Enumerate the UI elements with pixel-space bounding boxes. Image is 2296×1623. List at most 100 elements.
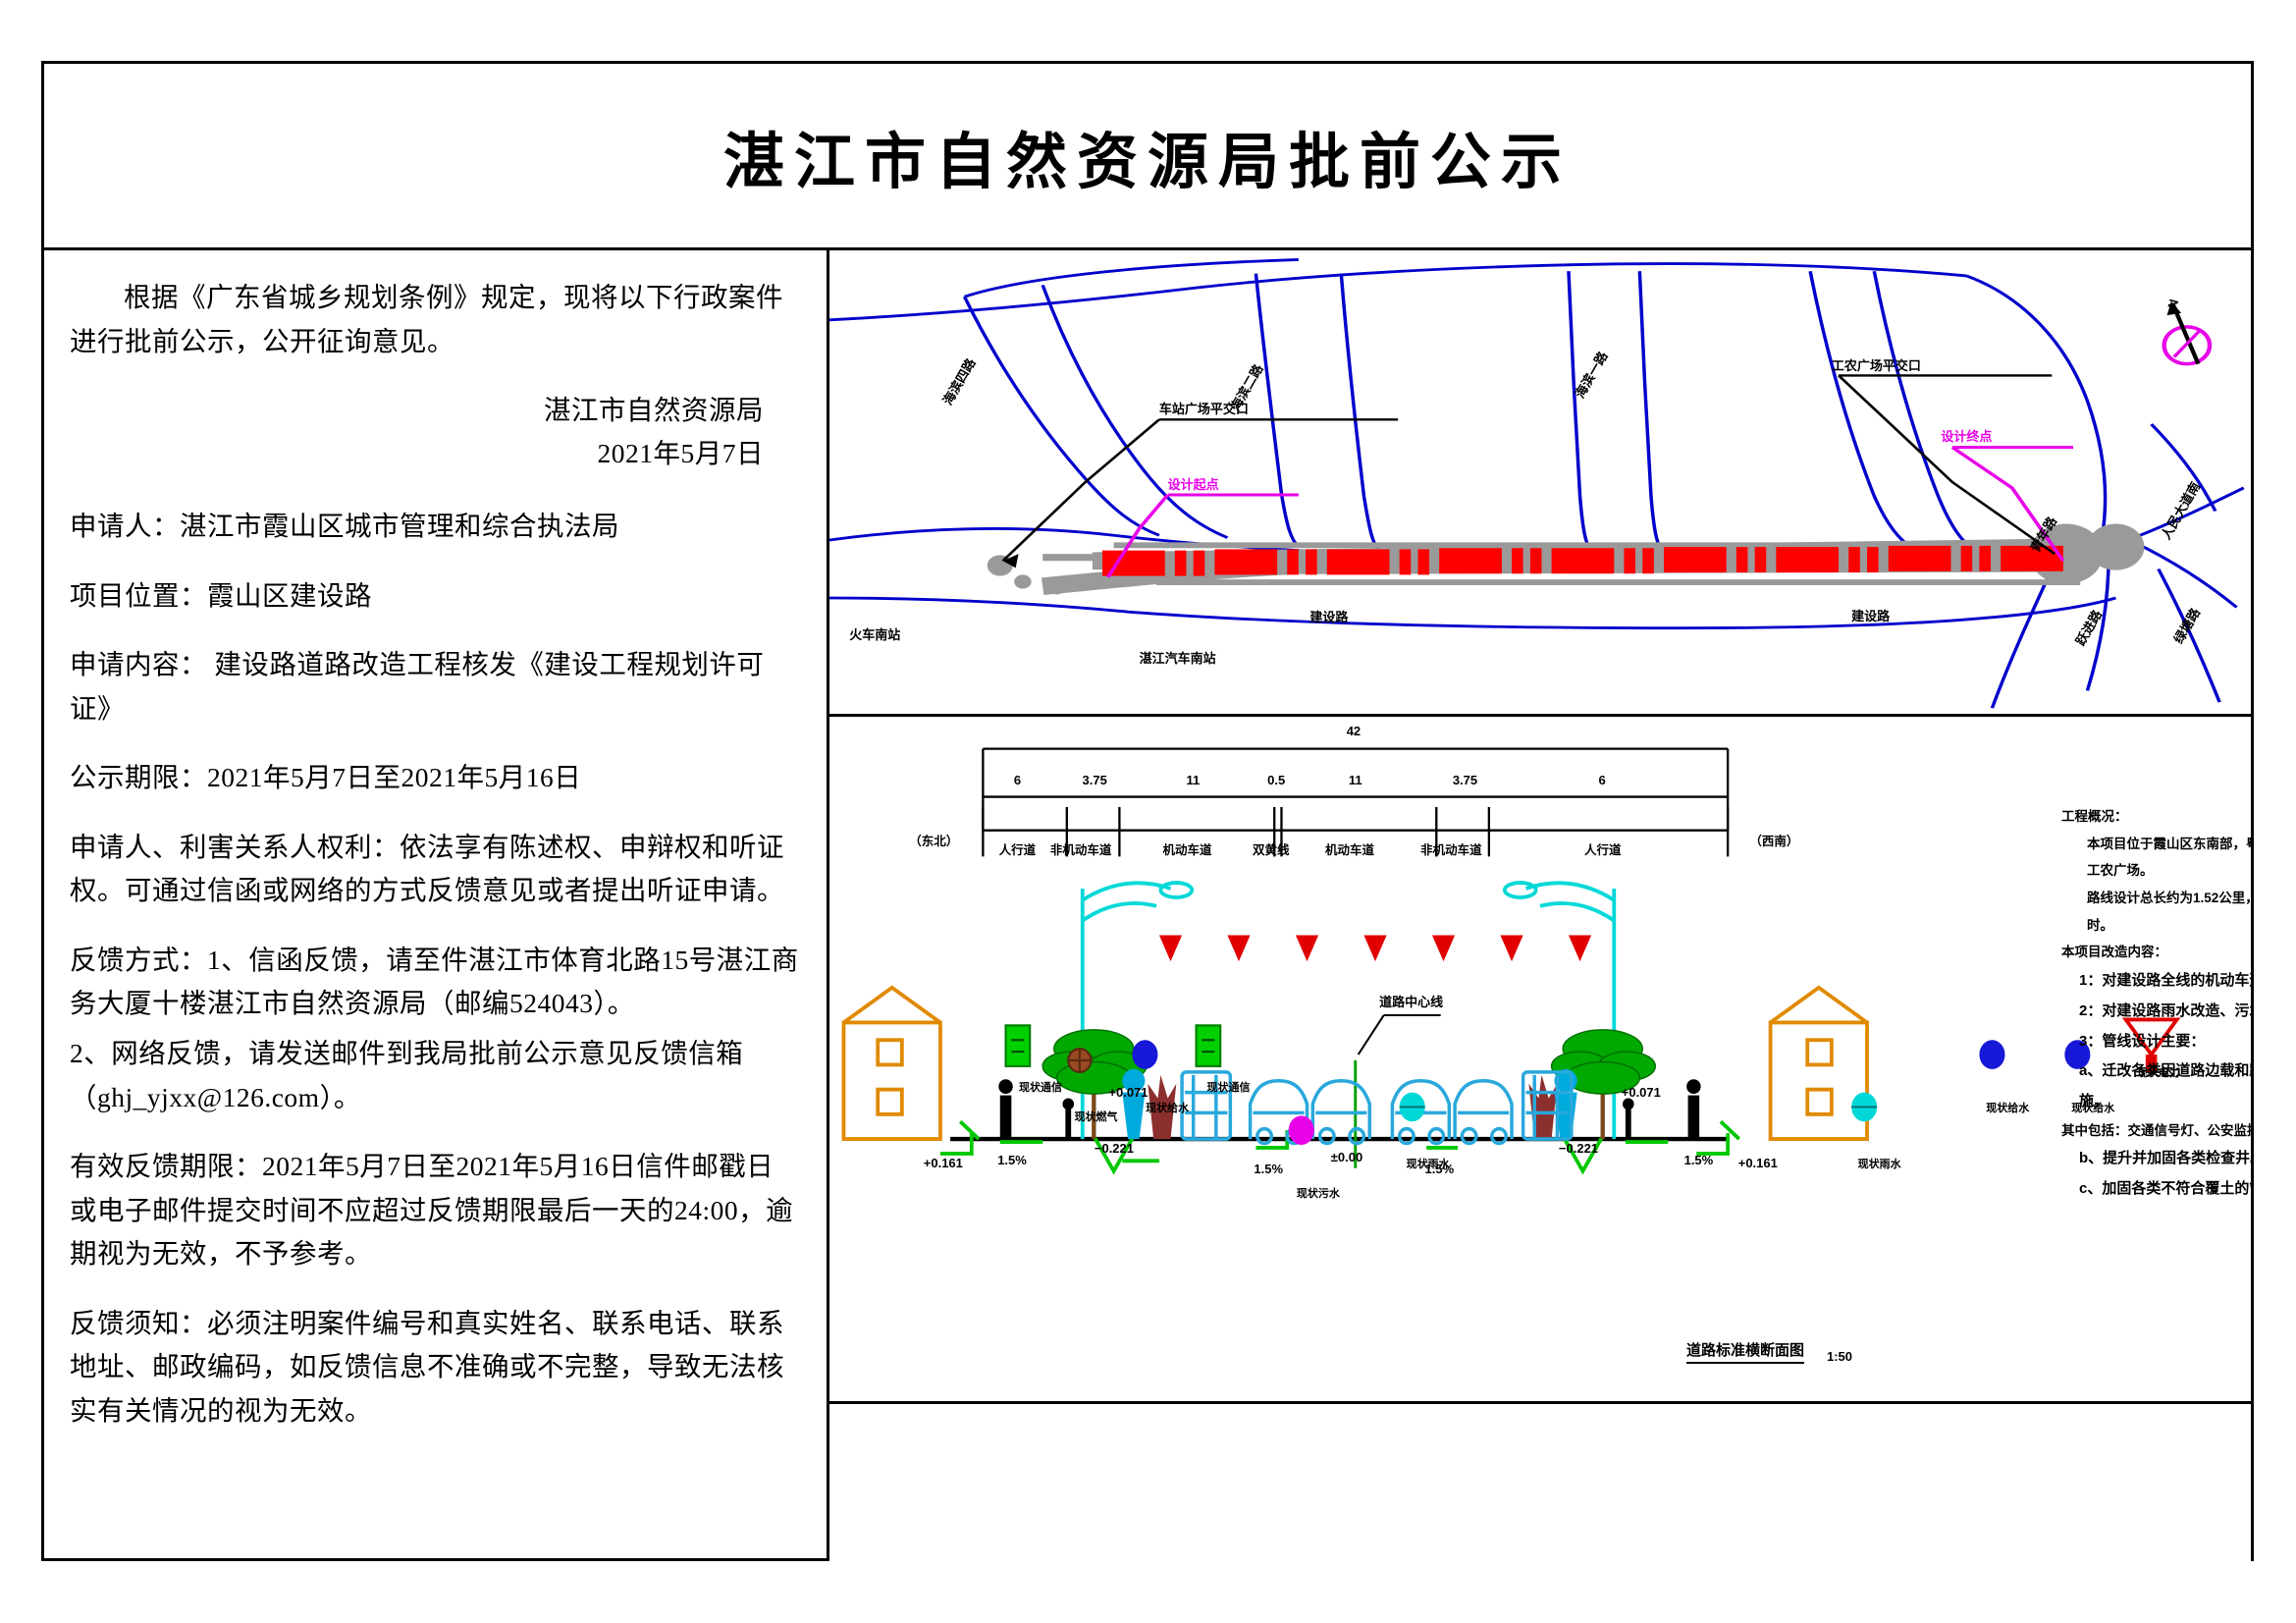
section-elevation: 1.5% <box>1683 1152 1714 1167</box>
content-columns: 根据《广东省城乡规划条例》规定，现将以下行政案件进行批前公示，公开征询意见。 湛… <box>44 250 2251 1561</box>
section-scale: 1:50 <box>1827 1349 1853 1364</box>
utility-label: 现状通信 <box>1206 1082 1251 1095</box>
section-lane-label: 非机动车道 <box>1049 843 1112 858</box>
notes-scope-heading: 本项目改造内容： <box>2061 945 2167 960</box>
section-elevation: +0.161 <box>1737 1155 1778 1170</box>
section-side-left: （东北） <box>909 835 959 849</box>
notice-applicant: 申请人：湛江市霞山区城市管理和综合执法局 <box>70 511 619 542</box>
notes-item-2: 2：对建设路雨水改造、污水改造、检查井量提升。 <box>2079 1001 2251 1019</box>
project-notes: 工程概况： 本项目位于霞山区东南部，粤海铁路以东，解放西路以南，北接车站广场，南… <box>2061 803 2251 1205</box>
signature-org: 湛江市自然资源局 <box>544 395 764 426</box>
section-side-right: （西南） <box>1749 835 1799 849</box>
utility-label: 现状燃气 <box>1074 1111 1118 1124</box>
section-dim: 11 <box>1186 772 1201 787</box>
flow-arrows <box>1158 935 1592 962</box>
notes-item-3c: c、加固各类不符合覆土的管线。 <box>2079 1180 2251 1198</box>
section-elevation: 1.5% <box>1254 1161 1284 1176</box>
notice-text-column: 根据《广东省城乡规划条例》规定，现将以下行政案件进行批前公示，公开征询意见。 湛… <box>44 250 829 1561</box>
section-centerline-label: 道路中心线 <box>1379 995 1444 1009</box>
utility-label: 现状污水 <box>1296 1187 1340 1200</box>
notice-valid-period: 有效反馈期限：2021年5月7日至2021年5月16日信件邮戳日或电子邮件提交时… <box>70 1151 794 1270</box>
signature-block: 湛江市自然资源局 2021年5月7日 <box>70 389 801 475</box>
document-frame: 湛江市自然资源局批前公示 根据《广东省城乡规划条例》规定，现将以下行政案件进行批… <box>41 61 2254 1561</box>
vehicle-car-4 <box>1453 1078 1514 1146</box>
map-label: 车站广场平交口 <box>1158 402 1249 417</box>
utility-label: 现状雨水 <box>1406 1158 1450 1170</box>
notice-feedback-method-1: 反馈方式：1、信函反馈，请至件湛江市体育北路15号湛江商务大厦十楼湛江市自然资源… <box>70 944 799 1019</box>
notice-rights: 申请人、利害关系人权利：依法享有陈述权、申辩权和听证权。可通过信函或网络的方式反… <box>70 831 784 906</box>
section-elevation: +0.161 <box>923 1155 963 1170</box>
section-dim: 0.5 <box>1267 772 1286 787</box>
building-left <box>841 985 942 1141</box>
section-lane-label: 双黄线 <box>1252 843 1290 858</box>
section-elevation: −0.221 <box>1094 1140 1134 1156</box>
utility-label: 现状给水 <box>1986 1103 2030 1115</box>
location-map: 车站广场平交口设计起点火车南站湛江汽车南站海滨四路海滨二路海滨一路建设路建设路工… <box>829 250 2251 714</box>
notes-item-3b: b、提升并加固各类检查井。 <box>2079 1150 2251 1167</box>
section-title: 道路标准横断面图 <box>1686 1339 1805 1364</box>
map-label: 建设路 <box>1851 609 1891 624</box>
section-elevation: 1.5% <box>997 1152 1027 1167</box>
notes-item-3a2: 其中包括：交通信号灯、公安监控管线、路灯、消防栓和雨水口。 <box>2061 1122 2251 1138</box>
vehicle-car-2 <box>1310 1078 1371 1146</box>
map-label: 设计终点 <box>1941 429 1993 445</box>
title-band: 湛江市自然资源局批前公示 <box>44 64 2251 250</box>
utility-label: 现状雨水 <box>1857 1158 1901 1170</box>
section-lane-label: 非机动车道 <box>1420 843 1482 858</box>
notice-requirements: 反馈须知：必须注明案件编号和真实姓名、联系电话、联系地址、邮政编码，如反馈信息不… <box>70 1307 784 1426</box>
utility-label: 现状给水 <box>1146 1103 1190 1115</box>
section-elevation: −0.221 <box>1558 1140 1599 1156</box>
utility-symbols <box>1004 1017 2181 1145</box>
page-title: 湛江市自然资源局批前公示 <box>722 129 1572 196</box>
shrub-left <box>1148 1074 1177 1140</box>
cyclist-figures <box>1122 1068 1577 1140</box>
utility-label: 现状给水 <box>2071 1103 2115 1115</box>
blank-panel <box>829 1404 2251 1561</box>
notice-intro: 根据《广东省城乡规划条例》规定，现将以下行政案件进行批前公示，公开征询意见。 <box>70 282 783 356</box>
vehicle-bus-right <box>1521 1070 1574 1141</box>
drawing-column: 车站广场平交口设计起点火车南站湛江汽车南站海滨四路海滨二路海滨一路建设路建设路工… <box>829 250 2251 1561</box>
notes-item-3: 3：管线设计主要： <box>2079 1032 2206 1050</box>
notice-publicity-period: 公示期限：2021年5月7日至2021年5月16日 <box>70 762 582 793</box>
notice-content: 申请内容： 建设路道路改造工程核发《建设工程规划许可证》 <box>70 649 765 724</box>
map-label: 建设路 <box>1309 610 1349 625</box>
map-label: 火车南站 <box>849 627 901 643</box>
section-elevation: ±0.00 <box>1330 1149 1363 1164</box>
utility-label: 现状电力 <box>2137 1067 2181 1080</box>
notes-item-1: 1：对建设路全线的机动车道及人行道进行路面改造。 <box>2079 972 2251 990</box>
section-dim: 6 <box>1598 772 1606 787</box>
pedestrian-figures <box>998 1079 1701 1140</box>
utility-label: 现状通信 <box>1018 1082 1062 1095</box>
vehicle-bus-left <box>1180 1070 1233 1141</box>
section-dim: 6 <box>1013 772 1022 787</box>
notes-overview-line2: 路线设计总长约为1.52公里，道路标准红线宽度为42米，设计速度为50公里/小时… <box>2087 891 2251 933</box>
section-lane-label: 机动车道 <box>1162 843 1212 858</box>
signature-date: 2021年5月7日 <box>597 438 764 469</box>
section-lane-label: 人行道 <box>1584 843 1622 858</box>
notice-location: 项目位置：霞山区建设路 <box>70 579 372 611</box>
section-dim: 3.75 <box>1452 772 1478 787</box>
map-label: 湛江汽车南站 <box>1139 650 1216 666</box>
section-elevation: 1.5% <box>1424 1161 1455 1176</box>
notes-overview-line1: 本项目位于霞山区东南部，粤海铁路以东，解放西路以南，北接车站广场，南至工农广场。 <box>2087 836 2251 879</box>
location-map-panel: 车站广场平交口设计起点火车南站湛江汽车南站海滨四路海滨二路海滨一路建设路建设路工… <box>829 250 2251 717</box>
section-lane-label: 机动车道 <box>1324 843 1374 858</box>
map-label: 设计起点 <box>1167 476 1219 492</box>
building-right <box>1768 985 1869 1141</box>
section-dim: 3.75 <box>1082 772 1107 787</box>
cross-section-graphic <box>841 747 2181 1175</box>
notes-overview-heading: 工程概况： <box>2061 809 2128 824</box>
notice-feedback-method-2: 2、网络反馈，请发送邮件到我局批前公示意见反馈信箱（ghj_yjxx@126.c… <box>70 1038 744 1112</box>
map-graphic <box>829 258 2245 709</box>
compass-rose <box>2162 300 2213 366</box>
section-lane-label: 人行道 <box>998 843 1037 858</box>
notes-item-3a: a、迁改各类因道路边载和路口渠化而涉及新建道床正常使用的管线及设施， <box>2079 1062 2251 1110</box>
section-dim: 11 <box>1348 772 1362 787</box>
map-label: 工农广场平交口 <box>1831 358 1921 374</box>
section-top-elevation-right: +0.071 <box>1621 1085 1661 1101</box>
section-top-elevation-left: +0.071 <box>1108 1085 1148 1101</box>
vehicle-car-1 <box>1248 1078 1309 1146</box>
